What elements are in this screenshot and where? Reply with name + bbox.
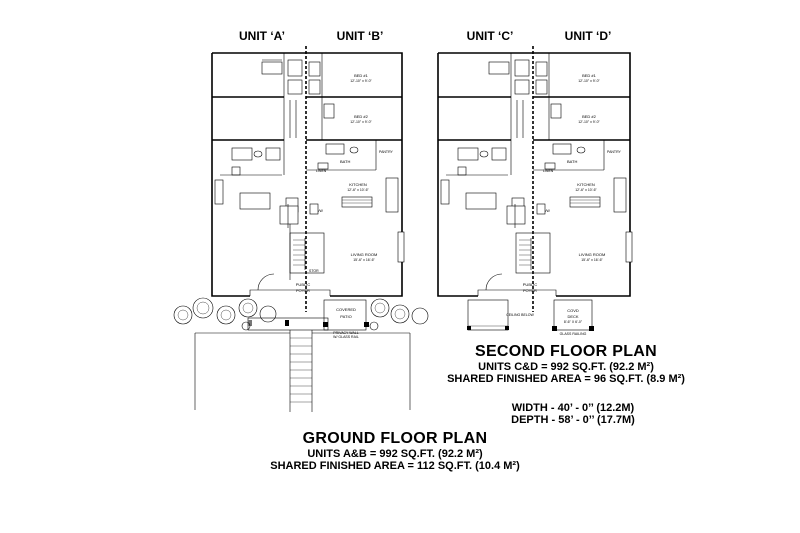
room-bed2-label: BED #2 (354, 114, 369, 119)
room-bath-label: BATH (340, 159, 350, 164)
room-living-size-d: 15'-6" x 16'-6" (581, 258, 603, 262)
room-dw-label-d: D/W (543, 209, 551, 213)
unit-a-interior (212, 53, 303, 291)
room-pantry-label: PANTRY (379, 150, 394, 154)
building-width: WIDTH - 40’ - 0’’ (12.2M) (511, 402, 635, 414)
ground-floor-units-area: UNITS A&B = 992 SQ.FT. (92.2 M²) (307, 448, 483, 460)
front-walkway (194, 317, 411, 412)
ground-outer-walls (211, 46, 403, 312)
ground-stair-foyer: STOR PUBLIC FOYER (279, 204, 325, 293)
room-linen-label-d: LINEN (543, 169, 554, 173)
room-kitchen-label: KITCHEN (349, 182, 367, 187)
unit-c-label: UNIT ‘C’ (467, 29, 514, 43)
room-bed1-size: 12'-10" x 9'-0" (350, 79, 372, 83)
second-floor-plan: UNIT ‘C’ UNIT ‘D’ (437, 29, 633, 336)
unit-d-label: UNIT ‘D’ (565, 29, 612, 43)
ground-floor-title: GROUND FLOOR PLAN (302, 430, 488, 447)
room-stor-label: STOR (309, 269, 319, 273)
room-dw-label: D/W (316, 209, 324, 213)
room-linen-label: LINEN (316, 169, 327, 173)
room-bed1-label-d: BED #1 (582, 73, 597, 78)
privacy-wall-line2: W/ GLASS RAIL (333, 335, 359, 339)
room-covered-patio-line1: COVERED (336, 307, 356, 312)
second-floor-title: SECOND FLOOR PLAN (474, 343, 657, 360)
room-public-foyer-line2-2f: FOYER (523, 288, 537, 293)
unit-b-label: UNIT ‘B’ (337, 29, 384, 43)
room-covd-deck-line2: DECK (567, 314, 578, 319)
covered-deck: CEILING BELOW COVD DECK 8'-6" X 6'-0" GL… (467, 299, 594, 336)
room-bed2-size-d: 12'-10" x 9'-0" (578, 120, 600, 124)
ceiling-below-label: CEILING BELOW (506, 313, 534, 317)
unit-d-interior: BED #1 12'-10" x 9'-0" BED #2 12'-10" x … (533, 53, 633, 263)
room-covd-deck-size: 8'-6" X 6'-0" (564, 320, 583, 324)
room-kitchen-size: 12'-6" x 10'-6" (347, 188, 369, 192)
ground-floor-plan: UNIT ‘A’ UNIT ‘B’ (173, 29, 429, 412)
second-stair-foyer: PUBLIC FOYER (506, 204, 551, 293)
unit-b-interior: BED #1 12'-10" x 9'-0" BED #2 12'-10" x … (306, 53, 405, 263)
room-public-foyer-line2: FOYER (296, 288, 310, 293)
room-covd-deck-line1: COVD (567, 308, 579, 313)
room-pantry-label-d: PANTRY (607, 150, 622, 154)
glass-railing-label: GLASS RAILING (560, 332, 587, 336)
room-bath-label-d: BATH (567, 159, 577, 164)
room-kitchen-label-d: KITCHEN (577, 182, 595, 187)
room-bed1-size-d: 12'-10" x 9'-0" (578, 79, 600, 83)
unit-a-label: UNIT ‘A’ (239, 29, 285, 43)
room-bed2-size: 12'-10" x 9'-0" (350, 120, 372, 124)
building-depth: DEPTH - 58’ - 0’’ (17.7M) (511, 414, 635, 426)
room-kitchen-size-d: 12'-6" x 10'-6" (575, 188, 597, 192)
room-bed2-label-d: BED #2 (582, 114, 597, 119)
room-public-foyer-line1-2f: PUBLIC (523, 282, 538, 287)
second-floor-shared-area: SHARED FINISHED AREA = 96 SQ.FT. (8.9 M²… (447, 373, 685, 385)
ground-floor-shared-area: SHARED FINISHED AREA = 112 SQ.FT. (10.4 … (270, 460, 520, 472)
second-outer-walls (437, 46, 631, 312)
second-floor-caption: SECOND FLOOR PLAN UNITS C&D = 992 SQ.FT.… (447, 343, 685, 385)
room-living-size: 15'-6" x 16'-6" (353, 258, 375, 262)
room-public-foyer-line1: PUBLIC (296, 282, 311, 287)
shrubs (173, 297, 429, 331)
room-covered-patio-line2: PATIO (340, 314, 351, 319)
unit-c-interior (438, 53, 530, 291)
room-living-label: LIVING ROOM (351, 252, 378, 257)
room-bed1-label: BED #1 (354, 73, 369, 78)
building-dimensions: WIDTH - 40’ - 0’’ (12.2M) DEPTH - 58’ - … (511, 402, 635, 426)
ground-floor-caption: GROUND FLOOR PLAN UNITS A&B = 992 SQ.FT.… (270, 430, 520, 472)
room-living-label-d: LIVING ROOM (579, 252, 606, 257)
second-floor-units-area: UNITS C&D = 992 SQ.FT. (92.2 M²) (478, 361, 654, 373)
